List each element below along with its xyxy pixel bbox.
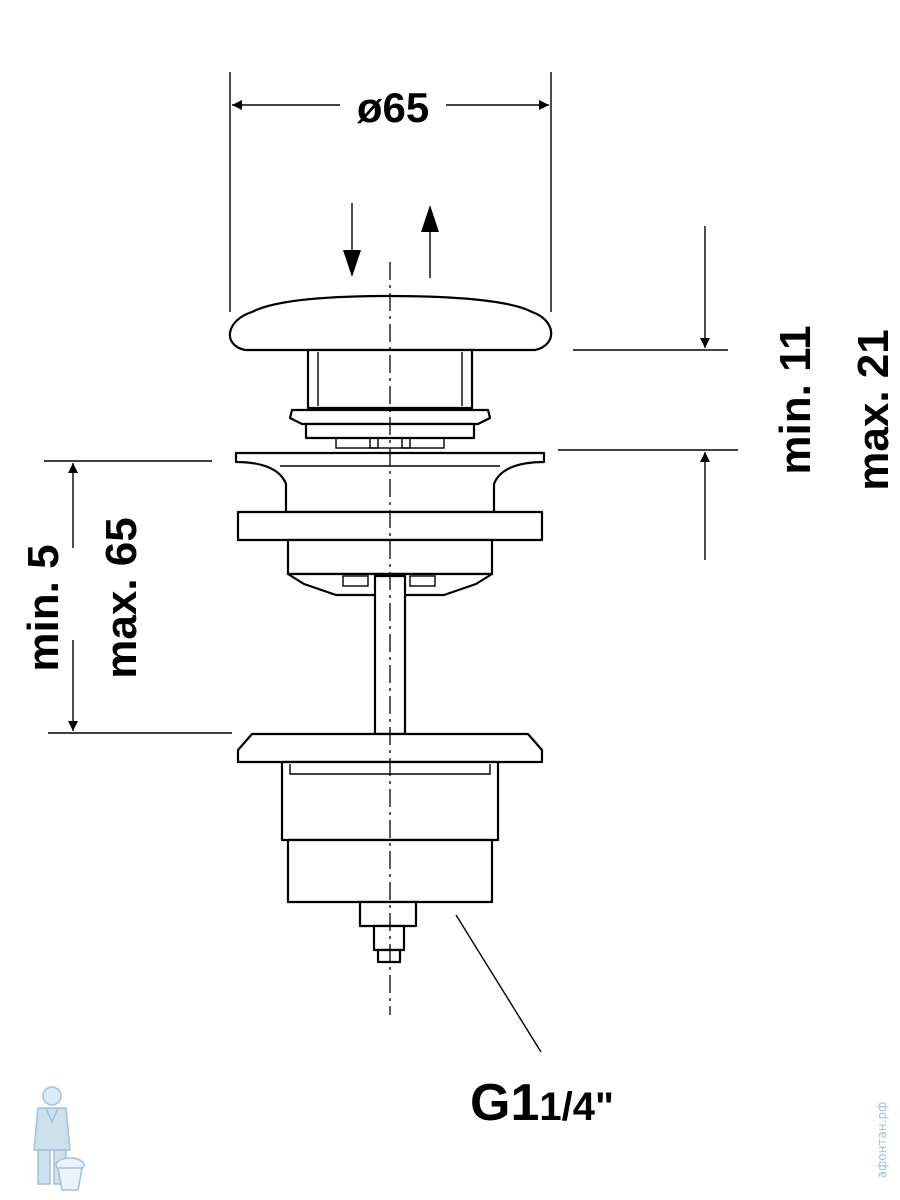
plumber-logo: [33, 1086, 85, 1191]
plug-cap: [228, 294, 553, 352]
thread-callout: G11/4": [455, 914, 614, 1132]
watermark-text: афонтан.рф: [875, 1102, 889, 1179]
guide-lug-right: [401, 437, 411, 449]
stroke-dimension: min. 11 max. 21: [558, 226, 898, 560]
stroke-max-label: max. 21: [849, 329, 898, 490]
clamp-min-label: min. 5: [19, 544, 68, 671]
bottom-flange: [236, 732, 544, 764]
nipple-tip: [372, 924, 406, 952]
diameter-dimension: ø65: [229, 72, 552, 312]
diameter-label: ø65: [357, 84, 429, 131]
cone-slot-left: [342, 575, 369, 587]
thread-label: G11/4": [470, 1074, 614, 1132]
guide-lug-left: [369, 437, 379, 449]
pull-up-arrow-head: [421, 205, 439, 232]
thread-main: G1: [470, 1074, 539, 1132]
nipple-end: [376, 948, 402, 964]
valve-body: [228, 262, 553, 1015]
thread-leader-line: [455, 914, 542, 1053]
push-down-arrow-head: [343, 250, 361, 277]
nipple: [358, 900, 418, 928]
clamp-dimension: min. 5 max. 65: [19, 460, 232, 734]
thread-sub: 1/4": [539, 1085, 614, 1129]
clamp-max-label: max. 65: [97, 517, 146, 678]
push-pull-arrows: [343, 203, 439, 278]
stroke-min-label: min. 11: [771, 325, 820, 474]
cone-slot-right: [409, 575, 436, 587]
